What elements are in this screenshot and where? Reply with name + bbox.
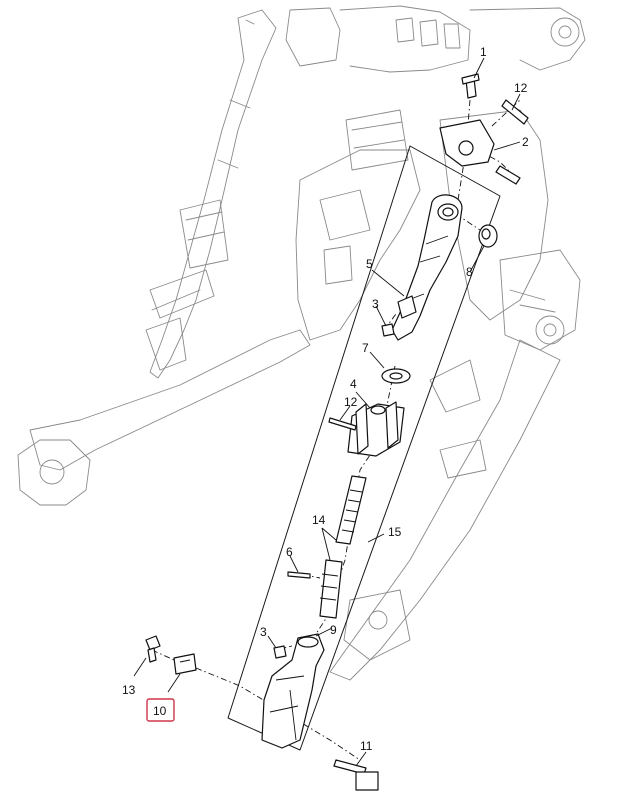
callout-11: 11 bbox=[360, 739, 373, 753]
part-12-middle-bolt bbox=[328, 417, 357, 431]
part-6-pin bbox=[287, 571, 311, 579]
part-3-grease-nipple-lower bbox=[273, 645, 287, 659]
callout-3-upper: 3 bbox=[372, 297, 379, 311]
callout-1: 1 bbox=[480, 45, 487, 59]
highlight-box-10 bbox=[146, 698, 175, 722]
callout-9: 9 bbox=[330, 623, 337, 637]
callout-leaders bbox=[133, 57, 521, 767]
callout-14: 14 bbox=[312, 513, 326, 527]
callout-10[interactable]: 10 bbox=[153, 704, 167, 718]
callout-5: 5 bbox=[366, 257, 373, 271]
part-9-fork-end bbox=[261, 633, 325, 749]
part-5-upper-link bbox=[391, 194, 463, 341]
part-14-threaded-rod-upper bbox=[335, 475, 367, 545]
callout-6: 6 bbox=[286, 545, 293, 559]
callout-13: 13 bbox=[122, 683, 136, 697]
callout-8: 8 bbox=[466, 265, 473, 279]
callout-7: 7 bbox=[362, 341, 369, 355]
part-7-washer bbox=[381, 368, 411, 384]
tractor-rear-assembly bbox=[17, 5, 586, 681]
part-1-pin bbox=[461, 73, 480, 99]
part-8-bushing bbox=[478, 224, 498, 248]
part-3-grease-nipple-upper bbox=[381, 323, 395, 337]
callout-12-middle: 12 bbox=[344, 395, 358, 409]
explode-lines bbox=[151, 99, 521, 761]
part-14-threaded-rod-lower bbox=[319, 559, 343, 619]
part-13-clip bbox=[145, 635, 161, 663]
part-12-upper-pin bbox=[501, 99, 529, 125]
callout-3-lower: 3 bbox=[260, 625, 267, 639]
callout-numbers: 1 2 12 3 5 8 7 4 12 14 15 6 9 3 13 10 11 bbox=[122, 45, 529, 753]
callout-2: 2 bbox=[522, 135, 529, 149]
part-10-plate bbox=[173, 653, 197, 675]
callout-12-upper: 12 bbox=[514, 81, 528, 95]
callout-4: 4 bbox=[350, 377, 357, 391]
assembly-frame bbox=[227, 145, 501, 751]
part-2-bracket bbox=[439, 119, 521, 185]
callout-15: 15 bbox=[388, 525, 402, 539]
part-4-adjusting-sleeve bbox=[347, 401, 405, 457]
part-11-t-pin bbox=[333, 759, 379, 791]
